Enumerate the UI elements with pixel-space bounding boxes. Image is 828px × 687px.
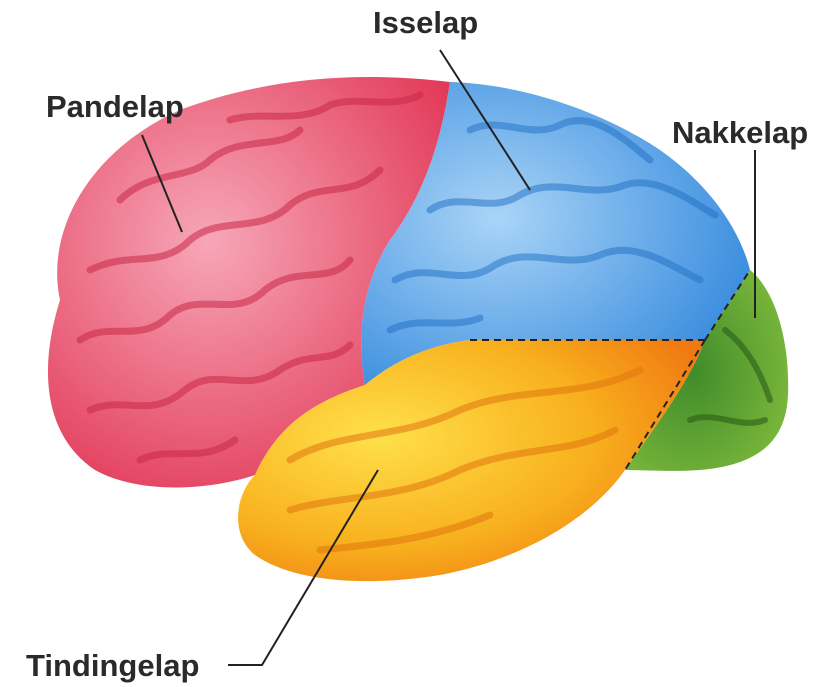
occipital-lobe-label: Nakkelap: [672, 115, 808, 150]
frontal-lobe-label: Pandelap: [46, 89, 184, 124]
temporal-lobe-label: Tindingelap: [26, 648, 199, 683]
parietal-lobe-label: Isselap: [373, 5, 478, 40]
